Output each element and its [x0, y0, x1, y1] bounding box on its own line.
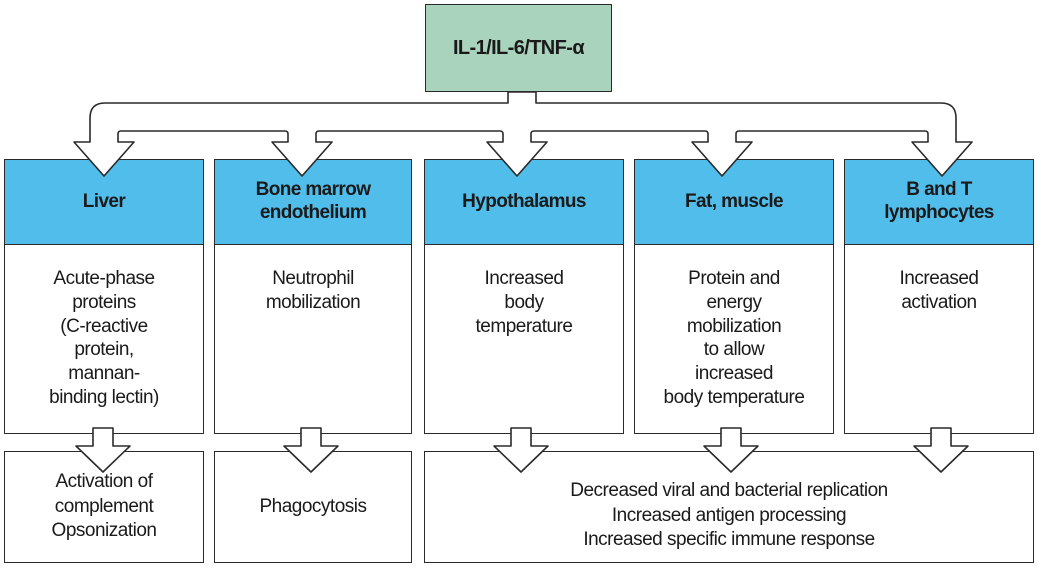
organ-effect-liver: Acute-phase proteins (C-reactive protein… — [4, 244, 204, 434]
organ-title-fat-muscle: Fat, muscle — [685, 190, 784, 212]
organ-header-hypothalamus: Hypothalamus — [424, 159, 624, 245]
outcome-text-bone-marrow: Phagocytosis — [259, 495, 367, 517]
organ-effect-text-hypothalamus: Increased body temperature — [475, 268, 573, 337]
outcome-box-liver: Activation of complement Opsonization — [4, 451, 204, 563]
organ-effect-text-bone-marrow: Neutrophil mobilization — [265, 268, 361, 313]
organ-effect-lymphocytes: Increased activation — [844, 244, 1034, 434]
outcome-box-combined: Decreased viral and bacterial replicatio… — [424, 451, 1034, 563]
organ-effect-text-liver: Acute-phase proteins (C-reactive protein… — [49, 268, 159, 408]
organ-header-bone-marrow: Bone marrow endothelium — [214, 159, 412, 245]
organ-header-lymphocytes: B and T lymphocytes — [844, 159, 1034, 245]
organ-effect-text-fat-muscle: Protein and energy mobilization to allow… — [663, 268, 805, 408]
organ-header-fat-muscle: Fat, muscle — [634, 159, 834, 245]
outcome-text-liver: Activation of complement Opsonization — [51, 470, 157, 542]
organ-header-liver: Liver — [4, 159, 204, 245]
organ-title-bone-marrow: Bone marrow endothelium — [255, 179, 371, 223]
outcome-line-antigen-processing: Increased antigen processing — [611, 504, 847, 526]
outcome-line-replication: Decreased viral and bacterial replicatio… — [570, 479, 888, 501]
outcome-box-bone-marrow: Phagocytosis — [214, 451, 412, 563]
outcome-line-immune-response: Increased specific immune response — [583, 529, 875, 551]
organ-effect-text-lymphocytes: Increased activation — [899, 268, 979, 313]
organ-effect-fat-muscle: Protein and energy mobilization to allow… — [634, 244, 834, 434]
organ-effect-bone-marrow: Neutrophil mobilization — [214, 244, 412, 434]
organ-effect-hypothalamus: Increased body temperature — [424, 244, 624, 434]
organ-title-lymphocytes: B and T lymphocytes — [884, 179, 994, 223]
cytokine-source-box: IL-1/IL-6/TNF-α — [425, 4, 612, 92]
cytokine-source-label: IL-1/IL-6/TNF-α — [452, 36, 585, 59]
organ-title-hypothalamus: Hypothalamus — [462, 190, 586, 212]
organ-title-liver: Liver — [82, 190, 126, 212]
